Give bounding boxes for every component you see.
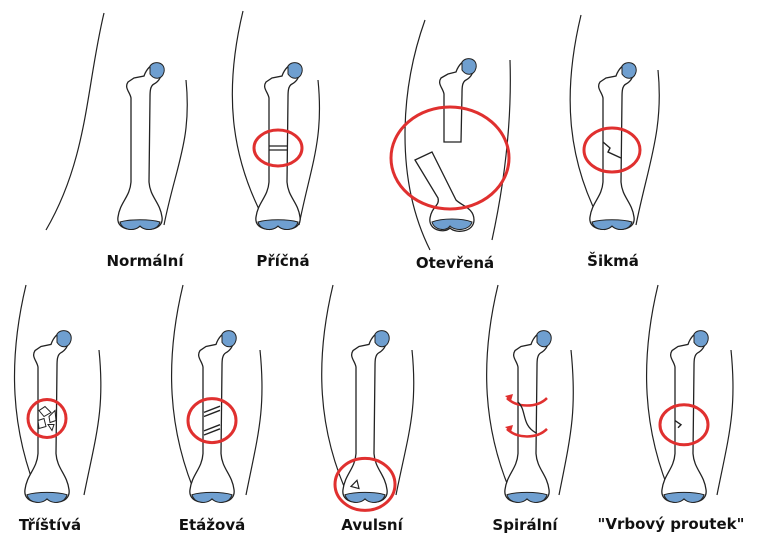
label-spiral: Spirální [492, 518, 557, 533]
normal-head-cartilage [150, 63, 164, 79]
panel-segmental [172, 285, 262, 502]
panel-greenstick [647, 285, 733, 502]
oblique-condyle-cartilage [592, 220, 632, 230]
normal-femur [118, 64, 163, 230]
open-leg-left [405, 20, 430, 250]
panel-spiral [487, 285, 574, 502]
segmental-leg-left [172, 285, 198, 500]
label-greenstick: "Vrbový proutek" [598, 517, 745, 532]
spiral-condyle-cartilage [507, 492, 547, 502]
label-open: Otevřená [416, 256, 494, 271]
comminuted-leg-right [84, 350, 101, 495]
spiral-head-cartilage [537, 331, 551, 347]
oblique-head-cartilage [622, 63, 636, 79]
comminuted-femur [25, 332, 70, 502]
greenstick-femur [662, 332, 707, 502]
spiral-femur [505, 332, 550, 502]
greenstick-condyle-cartilage [664, 492, 704, 502]
greenstick-leg-left [647, 285, 673, 500]
normal-leg-right [164, 80, 187, 225]
label-oblique: Šikmá [587, 254, 639, 269]
spiral-leg-left [487, 285, 514, 500]
panel-avulsion [322, 285, 414, 510]
open-head-cartilage [462, 59, 476, 75]
comminuted-head-cartilage [57, 331, 71, 347]
comminuted-fragment-2 [38, 419, 46, 429]
label-segmental: Etážová [179, 518, 245, 533]
spiral-leg-right [559, 350, 573, 495]
normal-leg-left [46, 13, 104, 230]
avulsion-femur [343, 332, 388, 502]
oblique-femur [590, 64, 635, 230]
label-normal: Normální [107, 254, 184, 269]
transverse-head-cartilage [288, 63, 302, 79]
panel-comminuted [14, 285, 100, 502]
greenstick-head-cartilage [694, 331, 708, 347]
avulsion-leg-left [322, 285, 350, 500]
segmental-femur [190, 332, 235, 502]
greenstick-leg-right [717, 350, 733, 495]
transverse-condyle-cartilage [258, 220, 298, 230]
open-condyle-cartilage [432, 219, 472, 229]
avulsion-leg-right [396, 350, 414, 495]
comminuted-condyle-cartilage [27, 492, 67, 502]
avulsion-condyle-cartilage [345, 492, 385, 502]
segmental-leg-right [246, 350, 262, 495]
panel-oblique [570, 15, 659, 230]
avulsion-head-cartilage [375, 331, 389, 347]
label-transverse: Příčná [256, 254, 309, 269]
panel-transverse [232, 11, 319, 230]
segmental-head-cartilage [222, 331, 236, 347]
segmental-condyle-cartilage [192, 492, 232, 502]
label-comminuted: Tříštívá [19, 518, 81, 533]
panel-normal [46, 13, 187, 230]
label-avulsion: Avulsní [341, 518, 402, 533]
panel-open [391, 20, 510, 250]
normal-condyle-cartilage [120, 220, 160, 230]
